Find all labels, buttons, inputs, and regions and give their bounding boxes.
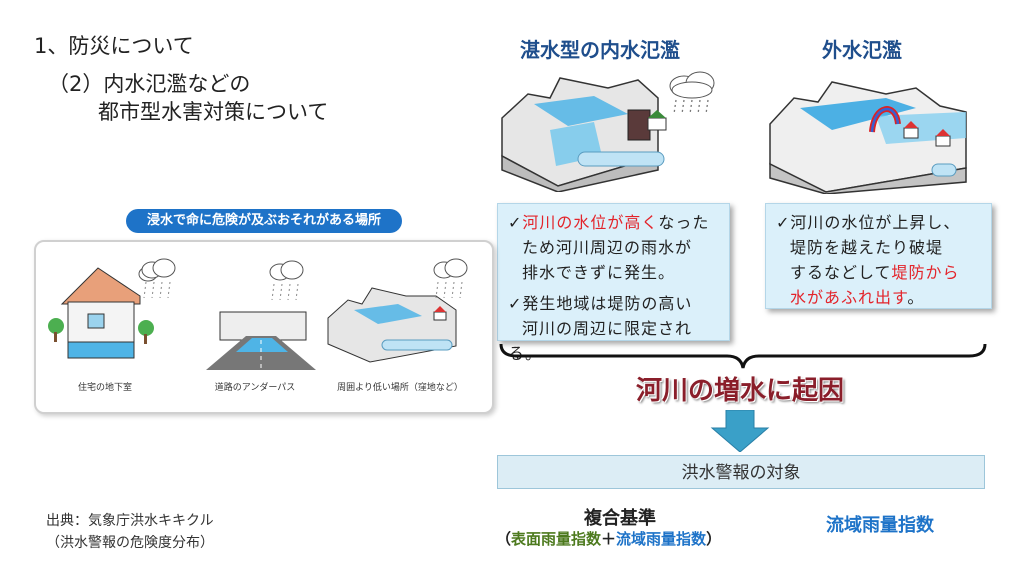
rain-cloud-icon bbox=[433, 258, 468, 299]
gaisui-text: 。 bbox=[907, 288, 925, 307]
gaisui-red-text: 水があふれ出す bbox=[790, 288, 908, 307]
naisui-text: なった bbox=[658, 213, 710, 232]
source-line-2: （洪水警報の危険度分布） bbox=[46, 535, 214, 551]
surface-rain-index: 表面雨量指数 bbox=[511, 530, 602, 548]
title-line-2: （2）内水氾濫などの bbox=[48, 72, 251, 96]
naisui-text: 排水できずに発生。 bbox=[522, 263, 676, 282]
rain-cloud-icon bbox=[141, 258, 176, 299]
check-icon: ✓ bbox=[508, 213, 523, 232]
naisui-red-text: 河川の水位が高く bbox=[522, 213, 659, 232]
caption-underpass: 道路のアンダーパス bbox=[214, 383, 296, 393]
gaisui-text: するなどして bbox=[790, 263, 892, 282]
title-line-3: 都市型水害対策について bbox=[98, 100, 329, 124]
gaisui-red-text: 堤防から bbox=[891, 263, 960, 282]
warning-target-box: 洪水警報の対象 bbox=[497, 455, 985, 489]
down-arrow-icon bbox=[710, 410, 770, 452]
basin-index-label: 流域雨量指数 bbox=[826, 515, 934, 536]
gaisui-text: 堤防を越えたり破堤 bbox=[790, 238, 944, 257]
naisui-text: ため河川周辺の雨水が bbox=[522, 238, 693, 257]
naisui-illustration bbox=[501, 77, 667, 192]
gaisui-illustration bbox=[769, 81, 967, 194]
source-note: 出典：気象庁洪水キキクル （洪水警報の危険度分布） bbox=[46, 510, 214, 554]
paren-close: ） bbox=[706, 530, 722, 548]
composite-title: 複合基準 bbox=[584, 508, 656, 529]
naisui-text: 河川の周辺に限定される。 bbox=[508, 319, 693, 363]
check-icon: ✓ bbox=[508, 294, 523, 313]
check-icon: ✓ bbox=[776, 213, 791, 232]
gaisui-description-box: ✓河川の水位が上昇し、 堤防を越えたり破堤 するなどして堤防から 水があふれ出す… bbox=[765, 203, 992, 309]
naisui-header: 湛水型の内水氾濫 bbox=[520, 38, 680, 62]
naisui-text: 発生地域は堤防の高い bbox=[522, 294, 693, 313]
cause-label: 河川の増水に起因 bbox=[635, 376, 844, 406]
caption-low-ground: 周囲より低い場所（窪地など） bbox=[337, 383, 463, 393]
rain-cloud-icon bbox=[669, 71, 715, 115]
rain-cloud-icon bbox=[269, 260, 304, 301]
title-line-1: 1、防災について bbox=[34, 34, 194, 58]
caption-basement: 住宅の地下室 bbox=[77, 383, 132, 393]
paren-open: （ bbox=[496, 530, 512, 548]
low-ground-illustration bbox=[327, 287, 457, 363]
underpass-illustration bbox=[206, 311, 316, 370]
source-line-1: 出典：気象庁洪水キキクル bbox=[46, 513, 214, 529]
naisui-point-2: ✓発生地域は堤防の高い 河川の周辺に限定される。 bbox=[508, 291, 719, 366]
naisui-description-box: ✓河川の水位が高くなった ため河川周辺の雨水が 排水できずに発生。 ✓発生地域は… bbox=[497, 203, 730, 363]
composite-formula: （表面雨量指数＋流域雨量指数） bbox=[496, 528, 721, 549]
curly-brace bbox=[499, 343, 987, 369]
danger-places-pill: 浸水で命に危険が及ぶおそれがある場所 bbox=[126, 209, 402, 233]
naisui-point-1: ✓河川の水位が高くなった ため河川周辺の雨水が 排水できずに発生。 bbox=[508, 210, 719, 285]
plus-sign: ＋ bbox=[601, 530, 617, 548]
basin-rain-index: 流域雨量指数 bbox=[616, 530, 707, 548]
gaisui-header: 外水氾濫 bbox=[822, 38, 902, 62]
gaisui-text: 河川の水位が上昇し、 bbox=[790, 213, 961, 232]
house-basement-illustration bbox=[48, 266, 158, 359]
